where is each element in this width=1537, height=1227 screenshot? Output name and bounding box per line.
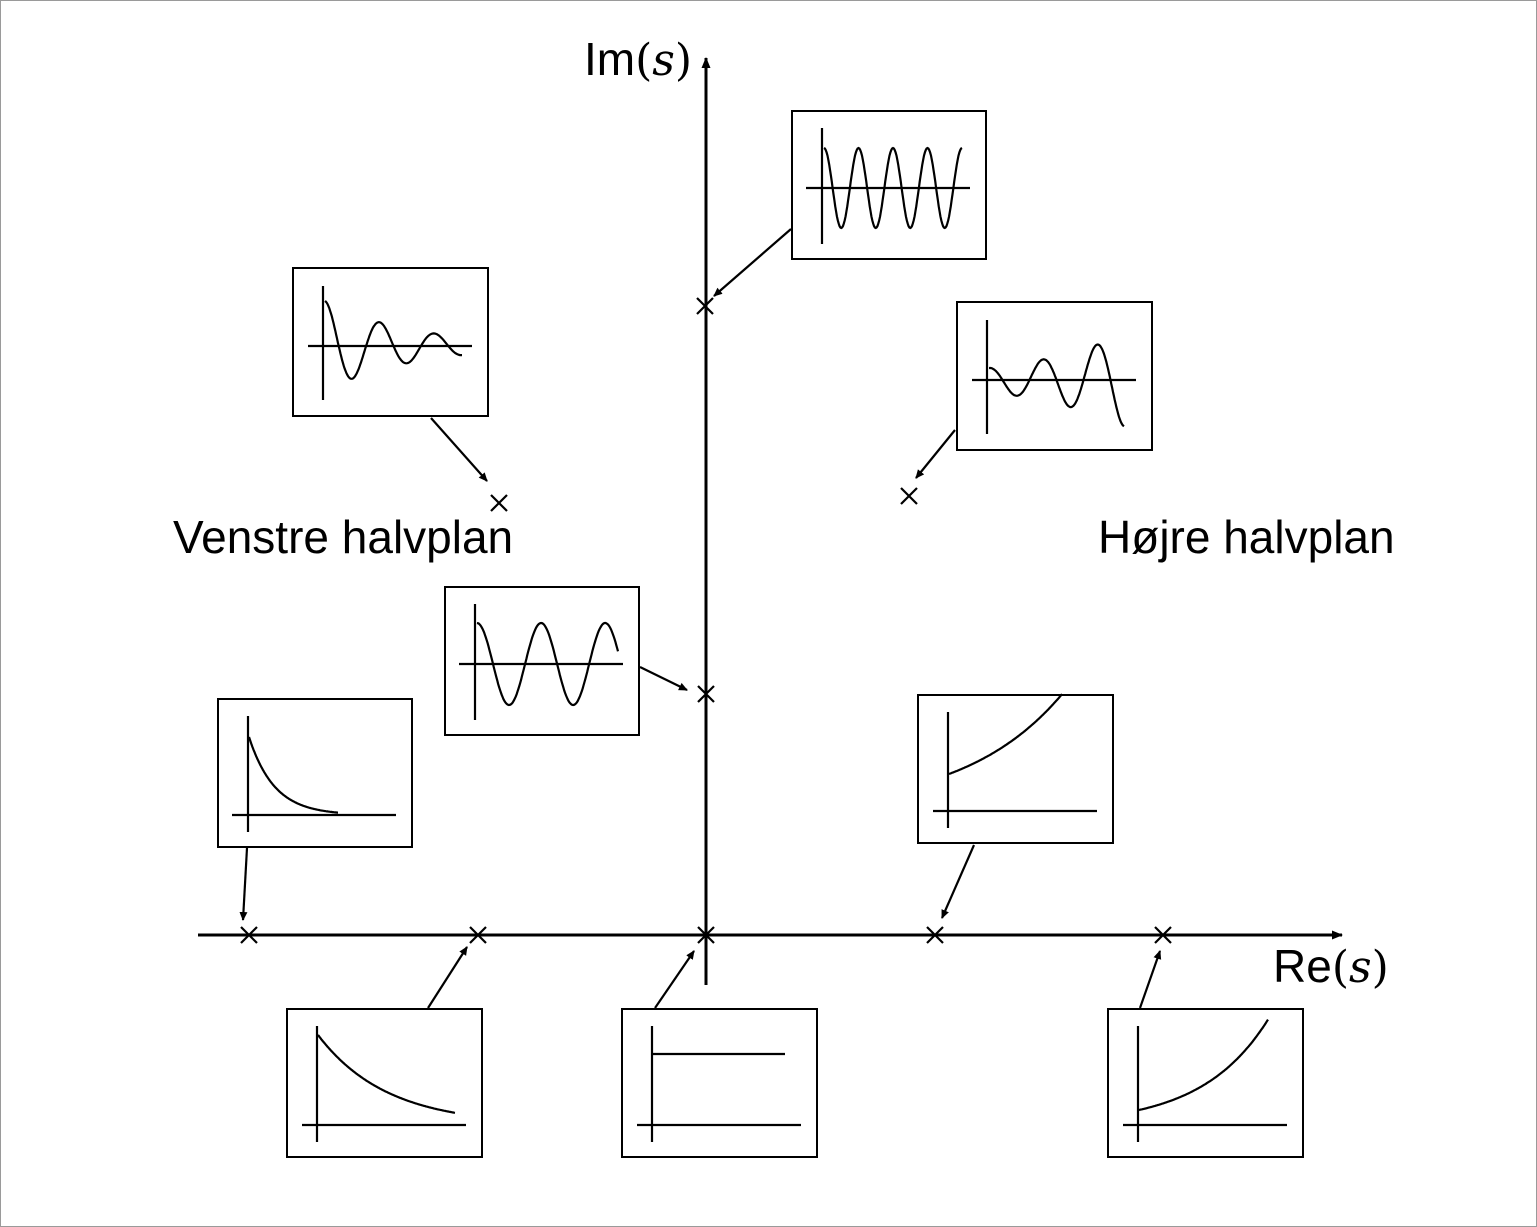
response-box-fast-decay [217, 698, 413, 848]
arrow-real-far-left [239, 847, 249, 921]
sustained-fast-oscillation-curve [823, 146, 963, 230]
fast-decay-curve [247, 736, 338, 814]
imaginary-axis-label: Im(s) [584, 33, 692, 86]
pole-marker-origin [697, 926, 715, 944]
response-box-fast-growth [1107, 1008, 1304, 1158]
left-half-plane-label: Venstre halvplan [173, 511, 513, 563]
pole-marker-lower-imag-axis [697, 685, 715, 703]
response-box-slow-decay [286, 1008, 483, 1158]
arrow-real-far-right [1138, 950, 1162, 1009]
pole-marker-real-far-right [1154, 926, 1172, 944]
response-box-damped-oscillation [292, 267, 489, 417]
response-box-slow-growth [917, 693, 1114, 844]
growing-oscillation-curve [989, 343, 1125, 428]
real-axis-label: Re(s) [1273, 940, 1389, 993]
pole-marker-upper-right [900, 487, 918, 505]
pole-marker-real-far-left [240, 926, 258, 944]
slow-decay-curve [317, 1034, 456, 1114]
response-box-growing-oscillation [956, 301, 1153, 451]
response-box-sustained-slow [444, 586, 640, 736]
arrow-upper-left [430, 417, 488, 482]
right-half-plane-label: Højre halvplan [1098, 511, 1395, 563]
arrow-lower-imag-axis [639, 666, 688, 691]
pole-marker-upper-left [490, 494, 508, 512]
arrow-real-left [427, 946, 468, 1009]
fast-growth-curve [1138, 1018, 1269, 1112]
pole-marker-upper-imag-axis [696, 297, 714, 315]
response-box-constant [621, 1008, 818, 1158]
arrow-upper-imag-axis [713, 228, 792, 297]
response-box-sustained-fast [791, 110, 987, 260]
pole-marker-real-left [469, 926, 487, 944]
arrow-upper-right [915, 429, 956, 479]
pole-marker-real-right [926, 926, 944, 944]
arrow-real-right [940, 844, 976, 919]
arrow-origin [654, 950, 695, 1009]
sustained-slow-oscillation-curve [476, 621, 620, 707]
slow-growth-curve [948, 693, 1063, 776]
damped-oscillation-curve [324, 300, 462, 380]
